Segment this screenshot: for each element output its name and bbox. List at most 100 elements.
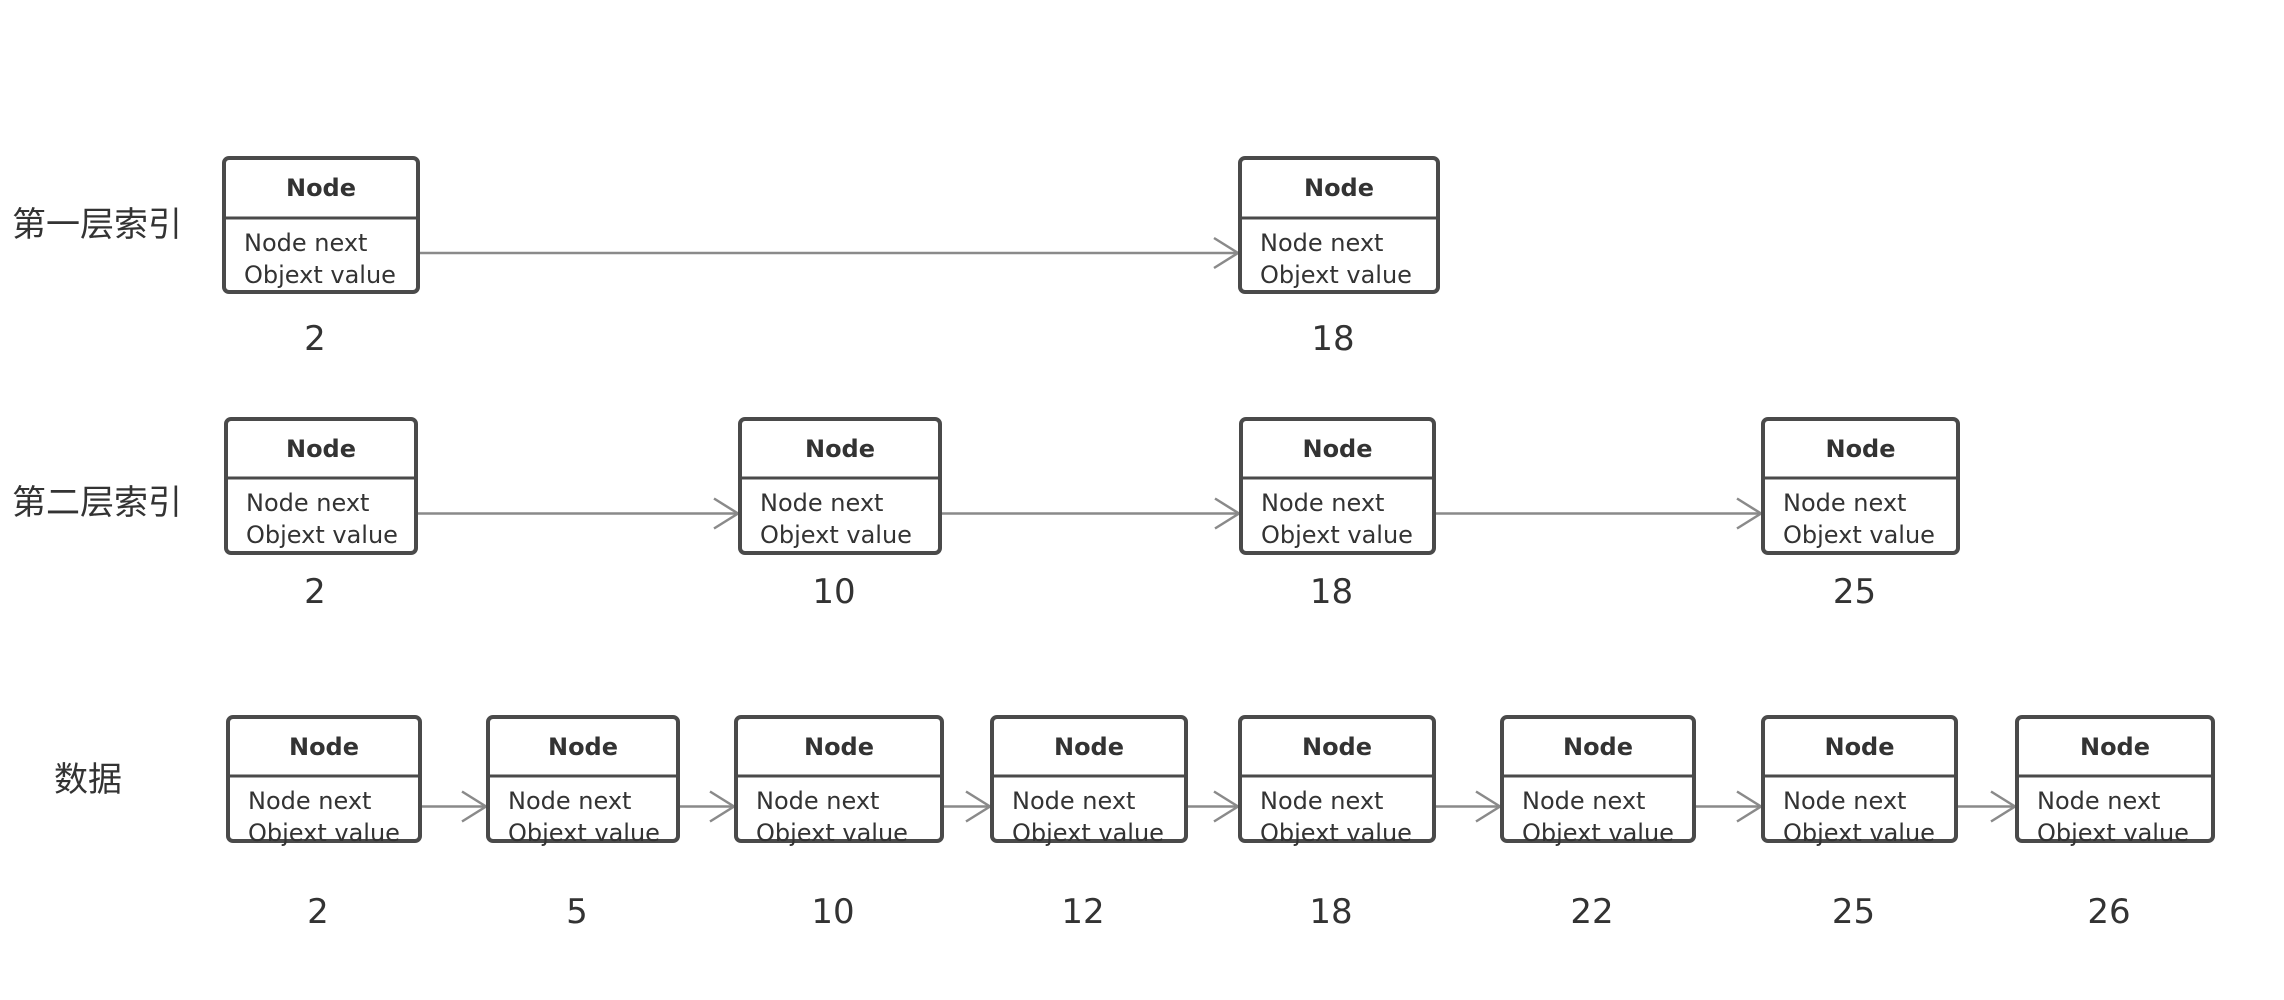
- node-field-value: Objext value: [1260, 261, 1412, 289]
- node-field-value: Objext value: [1261, 521, 1413, 549]
- node-field-value: Objext value: [508, 819, 660, 847]
- node-field-value: Objext value: [1012, 819, 1164, 847]
- node-field-next: Node next: [1261, 489, 1384, 517]
- node-key-label: 18: [1311, 319, 1354, 359]
- node-key-label: 2: [304, 319, 326, 359]
- node-key-label: 18: [1309, 892, 1352, 932]
- node-title: Node: [286, 174, 356, 202]
- node-box: [1500, 715, 1696, 843]
- node-field-next: Node next: [1012, 787, 1135, 815]
- node-title: Node: [1054, 733, 1124, 761]
- node-box: [734, 715, 944, 843]
- node-title: Node: [1302, 733, 1372, 761]
- node-box: [738, 417, 942, 555]
- node-field-value: Objext value: [1783, 819, 1935, 847]
- node-title: Node: [1304, 174, 1374, 202]
- node-box: [1761, 715, 1958, 843]
- node-title: Node: [2080, 733, 2150, 761]
- node-field-value: Objext value: [244, 261, 396, 289]
- node-field-next: Node next: [2037, 787, 2160, 815]
- node-title: Node: [286, 435, 356, 463]
- node-box: [226, 715, 422, 843]
- node-field-next: Node next: [1260, 787, 1383, 815]
- node-box: [1239, 417, 1436, 555]
- node-field-next: Node next: [246, 489, 369, 517]
- node-field-next: Node next: [756, 787, 879, 815]
- node-title: Node: [1824, 733, 1894, 761]
- next-pointer-arrow: [420, 790, 489, 823]
- node-key-label: 22: [1570, 892, 1613, 932]
- next-pointer-arrow: [1434, 790, 1503, 823]
- node-box: [224, 417, 418, 555]
- node-box: [1761, 417, 1960, 555]
- node-field-next: Node next: [1260, 229, 1383, 257]
- node-title: Node: [805, 435, 875, 463]
- level-label-index-2: 第二层索引: [12, 483, 182, 523]
- node-key-label: 10: [811, 892, 854, 932]
- node-field-next: Node next: [248, 787, 371, 815]
- node-key-label: 2: [304, 572, 326, 612]
- node-key-label: 26: [2087, 892, 2130, 932]
- node-field-next: Node next: [760, 489, 883, 517]
- next-pointer-arrow: [416, 497, 741, 530]
- node-title: Node: [289, 733, 359, 761]
- node-box: [990, 715, 1188, 843]
- next-pointer-arrow: [1186, 790, 1241, 823]
- node-key-label: 12: [1061, 892, 1104, 932]
- node-key-label: 5: [566, 892, 588, 932]
- node-field-value: Objext value: [760, 521, 912, 549]
- next-pointer-arrow: [418, 236, 1241, 270]
- node-field-value: Objext value: [1783, 521, 1935, 549]
- next-pointer-arrow: [678, 790, 737, 823]
- node-field-value: Objext value: [2037, 819, 2189, 847]
- node-field-next: Node next: [1522, 787, 1645, 815]
- node-field-next: Node next: [1783, 489, 1906, 517]
- node-field-value: Objext value: [1260, 819, 1412, 847]
- node-box: [486, 715, 680, 843]
- node-field-value: Objext value: [756, 819, 908, 847]
- next-pointer-arrow: [1956, 790, 2018, 823]
- level-label-index-1: 第一层索引: [12, 205, 182, 245]
- node-key-label: 18: [1310, 572, 1353, 612]
- node-box: [2015, 715, 2215, 843]
- node-title: Node: [548, 733, 618, 761]
- node-field-value: Objext value: [246, 521, 398, 549]
- node-key-label: 25: [1833, 572, 1876, 612]
- node-field-value: Objext value: [1522, 819, 1674, 847]
- node-box: [1238, 715, 1436, 843]
- node-title: Node: [1825, 435, 1895, 463]
- node-field-next: Node next: [244, 229, 367, 257]
- next-pointer-arrow: [1434, 497, 1764, 530]
- node-title: Node: [1302, 435, 1372, 463]
- node-box: [222, 156, 420, 294]
- node-key-label: 25: [1832, 892, 1875, 932]
- node-box: [1238, 156, 1440, 294]
- level-label-data: 数据: [54, 760, 122, 800]
- next-pointer-arrow: [1694, 790, 1764, 823]
- node-key-label: 2: [307, 892, 329, 932]
- next-pointer-arrow: [942, 790, 993, 823]
- node-field-next: Node next: [508, 787, 631, 815]
- node-key-label: 10: [812, 572, 855, 612]
- node-title: Node: [804, 733, 874, 761]
- node-field-next: Node next: [1783, 787, 1906, 815]
- node-field-value: Objext value: [248, 819, 400, 847]
- node-title: Node: [1563, 733, 1633, 761]
- next-pointer-arrow: [940, 497, 1242, 530]
